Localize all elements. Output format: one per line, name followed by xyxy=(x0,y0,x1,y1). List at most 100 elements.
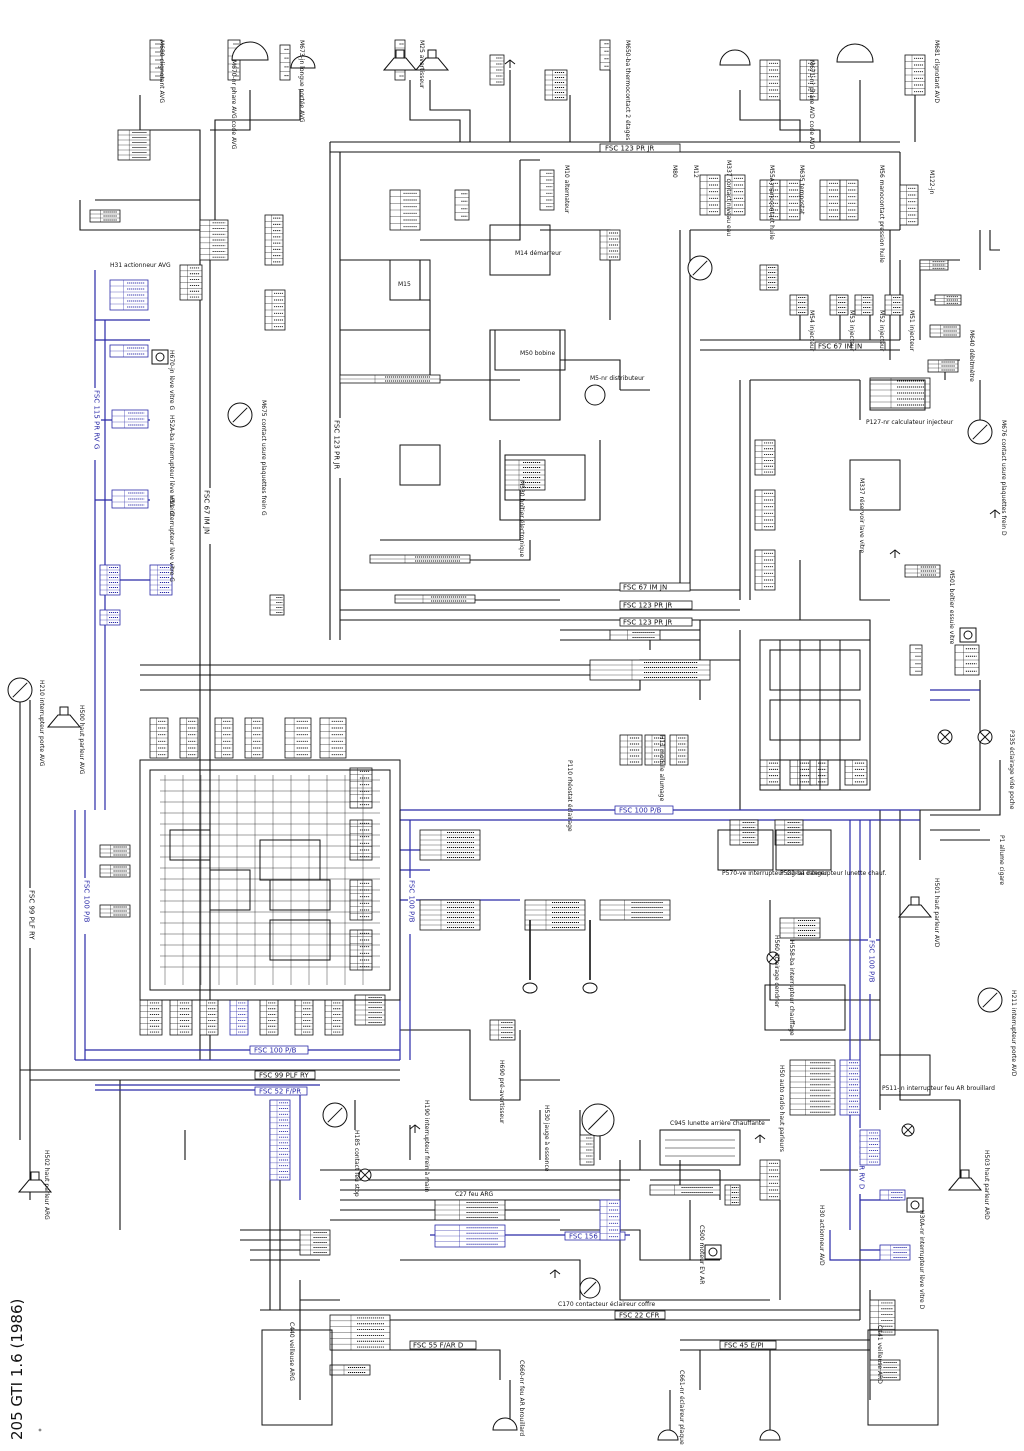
ground-rearwindow-icon xyxy=(754,1134,766,1143)
connector-block xyxy=(99,609,121,626)
component-label-m122: M122-jn xyxy=(928,170,935,194)
svg-text:FSC 100 P/B: FSC 100 P/B xyxy=(619,807,662,815)
connector-block xyxy=(844,759,868,786)
harness-fsc67-r: FSC 67 IM JN xyxy=(814,341,886,351)
connector-block xyxy=(339,374,441,384)
svg-text:FSC 100 P/B: FSC 100 P/B xyxy=(868,940,876,983)
harness-fsc55: FSC 55 F/AR D xyxy=(409,1340,477,1350)
component-label-m530: M530 boîtier électronique xyxy=(518,480,525,558)
connector-block xyxy=(859,1129,881,1166)
instrument-cluster xyxy=(759,639,871,791)
svg-text:FSC 99 PLF RY: FSC 99 PLF RY xyxy=(28,890,36,940)
harness-fsc99-v: FSC 99 PLF RY xyxy=(28,888,36,948)
component-label-h190: H190 interrupteur frein à main xyxy=(423,1100,430,1192)
component-label-h560: H560 éclairage cendrier xyxy=(773,935,780,1008)
harness-fsc45: FSC 45 E/PI xyxy=(719,1340,777,1350)
document-title: 205 GTI 1.6 (1986) xyxy=(8,1299,26,1440)
connector-block xyxy=(89,209,121,223)
connector-block xyxy=(759,759,781,786)
svg-text:FSC 123 PR JR: FSC 123 PR JR xyxy=(333,420,341,469)
harness-fsc123-v: FSC 123 PR JR xyxy=(333,418,341,478)
rear-wiper-motor-icon xyxy=(704,1244,722,1260)
connector-block xyxy=(789,294,809,316)
component-label-h30: H30 actionneur AVD xyxy=(818,1205,825,1266)
component-label-p532: P532-ba interrupteur lunette chauf. xyxy=(780,870,886,877)
component-label-c441: C441 veilleuse ARD xyxy=(876,1325,883,1384)
component-label-p511: P511-jn interrupteur feu AR brouillard xyxy=(882,1085,995,1092)
m14-starter xyxy=(489,224,551,276)
component-label-m670: M670-nr phare AVG code AVG xyxy=(230,60,237,150)
connector-block xyxy=(214,717,234,759)
harness-fsc100-bot: FSC 100 P/B xyxy=(249,1045,309,1055)
connector-block xyxy=(279,44,291,81)
connector-block xyxy=(149,564,173,596)
connector-block xyxy=(489,54,505,86)
glovebox-light-icon xyxy=(977,729,993,745)
harness-fsc123-top: FSC 123 PR JR xyxy=(599,143,681,153)
component-label-m51: M51 injecteur xyxy=(908,310,915,352)
component-label-h52a: H52A-ba interrupteur lève vitre G xyxy=(168,415,175,516)
svg-text:FSC 52 F/PR: FSC 52 F/PR xyxy=(259,1088,301,1096)
wiper-motor-icon xyxy=(582,920,598,994)
connector-block xyxy=(244,717,264,759)
door-switch-right-icon xyxy=(977,987,1003,1013)
svg-text:FSC 67 IM JN: FSC 67 IM JN xyxy=(203,490,211,534)
speaker-rear-right-icon xyxy=(947,1169,983,1191)
horn-right-icon xyxy=(414,49,450,71)
cigar-lighter-icon xyxy=(959,627,977,643)
connector-block xyxy=(599,1199,621,1241)
component-label-h211: H211 interrupteur porte AVD xyxy=(1010,990,1017,1077)
component-label-m54: M54 injecteur xyxy=(808,310,815,352)
component-label-h502: H502 haut parleur ARG xyxy=(43,1150,50,1220)
connector-block xyxy=(829,294,849,316)
component-label-c661: C661-nr éclaireur plaque xyxy=(678,1370,685,1445)
connector-block xyxy=(434,1199,506,1221)
headlamp-right-icon xyxy=(836,43,874,63)
connector-block xyxy=(879,1244,911,1261)
connector-block xyxy=(869,1299,896,1336)
connector-block xyxy=(809,759,829,786)
component-label-h51: H51 interrupteur lève vitre G xyxy=(168,495,175,582)
connector-block xyxy=(369,554,471,564)
longrange-left-icon xyxy=(290,55,316,69)
connector-block xyxy=(589,659,711,681)
component-label-m635: M635 tempostat xyxy=(798,165,805,215)
component-label-p570: P570-ve interrupteur signal danger xyxy=(722,870,828,877)
connector-block xyxy=(99,864,131,878)
connector-block xyxy=(759,179,781,221)
harness-fsc100-mid: FSC 100 P/B xyxy=(614,805,674,815)
connector-block xyxy=(179,264,203,301)
connector-block xyxy=(117,129,151,161)
m521-level xyxy=(399,444,441,486)
ashtray-light-icon xyxy=(766,951,780,965)
connector-block xyxy=(929,324,961,338)
component-label-m671: M671-nr phare AVD code AVD xyxy=(808,60,815,150)
component-symbols xyxy=(7,41,1003,1441)
component-label-m80: M80 xyxy=(671,165,678,178)
door-switch-left-icon xyxy=(7,677,33,703)
connector-block xyxy=(504,459,546,491)
connector-block xyxy=(909,644,923,676)
component-label-p1: P1 allume cigare xyxy=(998,835,1005,885)
connector-block xyxy=(919,259,949,271)
harness-fsc100-r: FSC 100 P/B xyxy=(868,938,876,994)
harness-fsc99-h: FSC 99 PLF RY xyxy=(254,1070,316,1080)
connector-block xyxy=(884,294,904,316)
connector-block xyxy=(869,377,931,409)
connector-block xyxy=(754,439,776,476)
connector-block xyxy=(111,409,149,429)
connector-block xyxy=(349,929,373,971)
harness-fsc100-v2: FSC 100 P/B xyxy=(408,878,416,934)
window-motor-right-icon xyxy=(906,1197,924,1213)
m5-distributor xyxy=(584,384,606,406)
connector-block xyxy=(879,1189,906,1201)
harness-fsc100-left: FSC 100 P/B xyxy=(83,878,91,934)
component-label-m673: M673-jn longue portée AVG xyxy=(298,40,305,123)
harness-fsc115: FSC 115 PR RV G xyxy=(93,388,101,460)
svg-text:FSC 123 PR JR: FSC 123 PR JR xyxy=(623,619,672,627)
component-label-p335: P335 éclairage vide poche xyxy=(1008,730,1015,810)
component-label-m337b: M337 réservoir lave vitre xyxy=(858,478,865,554)
connector-block xyxy=(264,214,284,266)
connector-block xyxy=(754,489,776,531)
